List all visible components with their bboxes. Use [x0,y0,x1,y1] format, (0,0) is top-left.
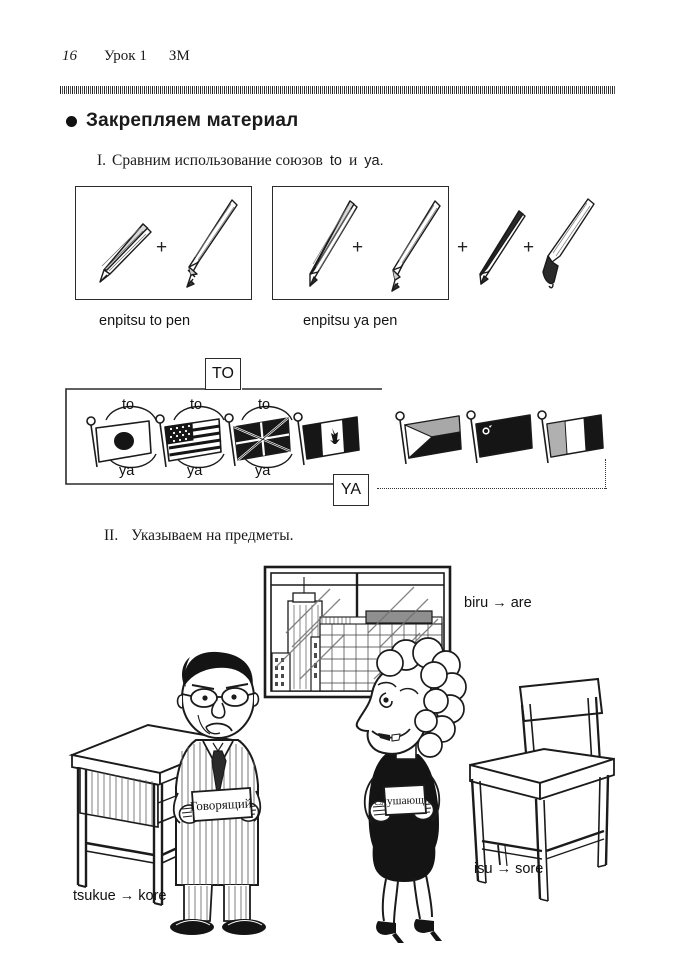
flag-usa-icon [155,414,222,468]
pen-icon [186,199,238,288]
pen-icon [479,210,526,285]
speaker-sign-text: Говорящий [190,795,253,813]
listener-sign-text: Слушающий [373,794,436,808]
running-unit: ЗМ [168,48,190,64]
pencil-icon [309,200,358,287]
caption-enpitsu-ya-pen: enpitsu ya pen [303,313,398,329]
flag-uk-icon [224,413,291,467]
plus-sign-loose-2: + [523,237,535,258]
running-head: 16 Урок 1 ЗМ [62,48,190,65]
plus-sign-loose-1: + [457,237,469,258]
link-label-ya-3: ya [255,463,271,479]
plus-sign-to: + [156,237,168,258]
running-lesson: Урок 1 [104,48,147,64]
header-rule [60,86,616,94]
section-heading-label: Закрепляем материал [86,110,299,131]
tag-to: TO [205,358,241,390]
link-label-to-3: to [258,397,271,413]
page-number: 16 [62,48,77,64]
tag-ya: YA [333,474,369,506]
scene-illustration: Говорящий [0,555,674,955]
label-tsukue-kore: tsukue → kore [73,888,167,904]
label-biru-are: biru → are [464,595,532,611]
task-2-text: Указываем на предметы. [131,527,294,544]
task-1-latin-b: ya. [364,153,384,169]
task-1-number: I. [97,152,107,169]
link-label-to-2: to [190,397,203,413]
diagram-continuation-riser [605,459,606,489]
flag-canada-icon [293,412,360,466]
section-heading: Закрепляем материал [66,110,298,132]
task-2-number: II. [104,527,119,544]
filled-circle-bullet-icon [66,115,77,127]
task-2: II. Указываем на предметы. [104,527,294,545]
plus-sign-ya: + [352,237,364,258]
pencil-icon [99,223,152,283]
flag-czechia-icon [395,411,462,465]
link-label-to-1: to [122,397,135,413]
combo-box-to [75,186,252,300]
chair-illustration-icon [469,677,615,902]
brush-icon [542,198,595,289]
caption-enpitsu-to-pen: enpitsu to pen [99,313,191,329]
pen-icon [391,200,441,292]
task-1-conjunction: и [348,152,358,169]
bracket-lines [65,388,382,485]
speaker-character-icon: Говорящий [170,651,266,935]
diagram-continuation-dotted-line [377,488,607,489]
combo-box-ya [272,186,449,300]
flag-japan-icon [86,416,152,468]
flag-tricolor-icon [537,410,604,464]
link-label-ya-2: ya [187,463,203,479]
task-1-latin-a: to [329,153,342,169]
flag-dark-icon [466,410,533,464]
label-isu-sore: isu → sore [474,861,544,877]
listener-character-icon: Слушающий [355,637,467,943]
link-label-ya-1: ya [119,463,135,479]
task-1-text: Сравним использование союзов [112,152,323,169]
